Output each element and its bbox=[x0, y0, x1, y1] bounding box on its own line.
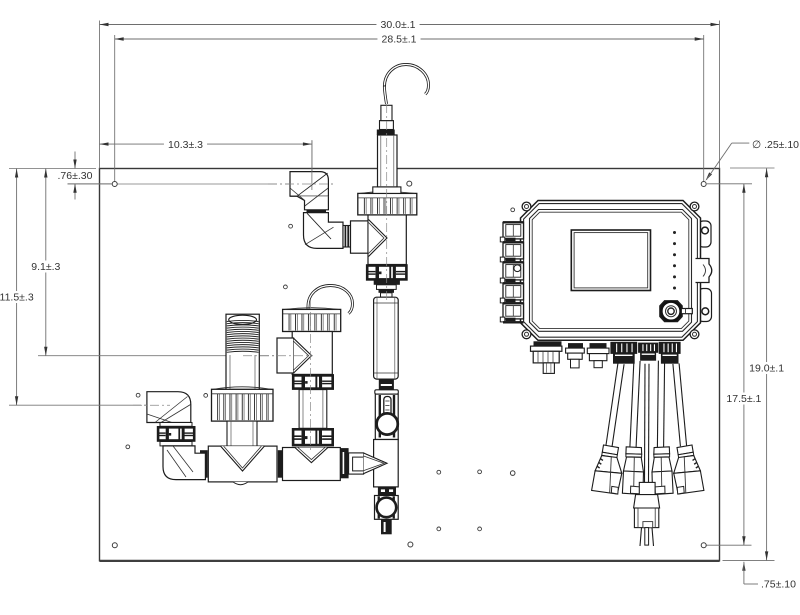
svg-text:11.5±.3: 11.5±.3 bbox=[0, 292, 34, 304]
svg-text:∅ .25±.10: ∅ .25±.10 bbox=[752, 139, 799, 151]
svg-text:28.5±.1: 28.5±.1 bbox=[382, 34, 417, 46]
svg-text:30.0±.1: 30.0±.1 bbox=[381, 19, 416, 31]
svg-text:.75±.10: .75±.10 bbox=[761, 579, 796, 591]
svg-text:9.1±.3: 9.1±.3 bbox=[31, 261, 60, 273]
svg-text:10.3±.3: 10.3±.3 bbox=[168, 139, 203, 151]
svg-text:17.5±.1: 17.5±.1 bbox=[726, 393, 761, 405]
svg-text:.76±.30: .76±.30 bbox=[58, 170, 93, 182]
svg-text:19.0±.1: 19.0±.1 bbox=[749, 363, 784, 375]
